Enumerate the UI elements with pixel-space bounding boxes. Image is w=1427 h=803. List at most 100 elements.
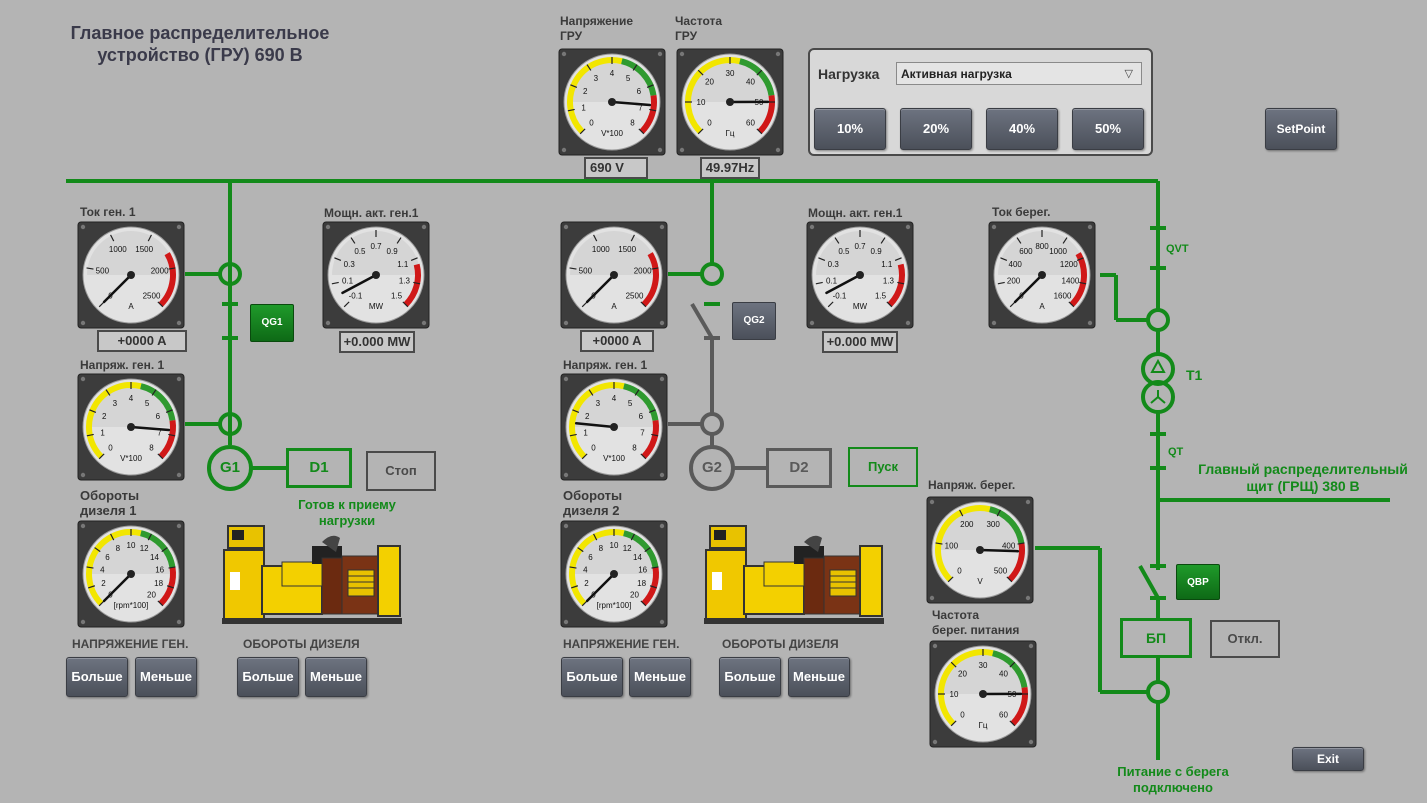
stop-button[interactable]: Стоп: [366, 451, 436, 491]
gauge-tick: [86, 433, 94, 437]
gauge-tick: [157, 453, 164, 460]
gauge-tick: [634, 389, 640, 396]
gauge-tick-label: 1000: [109, 245, 127, 254]
gauge-tick: [834, 237, 840, 244]
gauge-tick-label: 1200: [1060, 260, 1078, 269]
gauge-tick: [570, 84, 578, 89]
gauge-unit: V*100: [603, 454, 625, 463]
gauge-band: [738, 58, 775, 97]
gauge-screw: [659, 320, 665, 326]
gauge-tick: [166, 585, 174, 589]
gauge-tick: [950, 661, 957, 668]
gauge-hub: [127, 423, 135, 431]
gauge-tick: [1076, 257, 1084, 262]
gauge-tick-label: 1000: [1049, 247, 1067, 256]
gen1-rpm-label: Обороты дизеля 1: [80, 488, 140, 518]
gauge-tick: [98, 453, 105, 460]
gen2-rpm-less-button[interactable]: Меньше: [788, 657, 850, 697]
load-50-button[interactable]: 50%: [1072, 108, 1144, 150]
start-button[interactable]: Пуск: [848, 447, 918, 487]
gauge-tick-label: 30: [979, 661, 988, 670]
gauge-tick-label: 0.1: [826, 277, 838, 286]
qbp-button[interactable]: QBP: [1176, 564, 1220, 600]
gauge-tick: [588, 389, 594, 396]
gen1-rpm-less-button[interactable]: Меньше: [305, 657, 367, 697]
gauge-tick-label: 40: [746, 77, 755, 86]
diesel1-engine-image: [222, 525, 402, 624]
gauge-tick-label: 600: [1019, 247, 1033, 256]
gauge-tick-label: 100: [945, 541, 959, 550]
gauge-screw: [809, 224, 815, 230]
gauge-tick: [94, 547, 101, 553]
gauge-hub: [979, 690, 987, 698]
gauge-tick: [697, 69, 704, 76]
gauge-tick: [86, 566, 94, 569]
gauge-band: [139, 530, 176, 569]
setpoint-button[interactable]: SetPoint: [1265, 108, 1337, 150]
gauge-tick-label: 1.5: [391, 292, 403, 301]
gauge-hub: [127, 271, 135, 279]
gen2-voltage-more-button[interactable]: Больше: [561, 657, 623, 697]
gauge-tick-label: 0.3: [828, 260, 840, 269]
gauge-band: [935, 505, 991, 582]
load-20-button[interactable]: 20%: [900, 108, 972, 150]
gauge-tick: [157, 301, 164, 308]
gen2-current-gauge: 05001000150020002500A: [560, 221, 668, 329]
gauge-screw: [905, 224, 911, 230]
gauge-screw: [1028, 739, 1034, 745]
shore-off-button[interactable]: Откл.: [1210, 620, 1280, 658]
gen1-voltage-more-button[interactable]: Больше: [66, 657, 128, 697]
diesel2-engine-image: [704, 525, 884, 624]
gru-freq-label: Частота ГРУ: [675, 14, 723, 43]
gauge-screw: [659, 523, 665, 529]
gauge-tick: [649, 585, 657, 589]
gauge-tick: [586, 64, 592, 71]
load-40-button[interactable]: 40%: [986, 108, 1058, 150]
qvt-label: QVT: [1166, 243, 1189, 255]
gauge-screw: [929, 499, 935, 505]
exit-button[interactable]: Exit: [1292, 747, 1364, 771]
gen1-current-gauge: 05001000150020002500A: [77, 221, 185, 329]
gauge-band: [1007, 542, 1025, 582]
gauge-tick-label: 1.3: [883, 277, 895, 286]
gauge-tick-label: 12: [623, 544, 632, 553]
gen1-status: Готов к приему нагрузки: [298, 497, 396, 528]
gauge-tick: [581, 453, 588, 460]
gauge-tick-label: 0.5: [354, 247, 366, 256]
gauge-screw: [563, 523, 569, 529]
gauge-tick: [651, 566, 659, 569]
gauge-tick-label: 2: [584, 579, 589, 588]
gauge-tick-label: 14: [633, 553, 642, 562]
gauge-tick-label: 6: [639, 412, 644, 421]
gauge-tick: [894, 257, 902, 262]
gauge-screw: [659, 224, 665, 230]
load-10-button[interactable]: 10%: [814, 108, 886, 150]
gen2-rpm-label: Обороты дизеля 2: [563, 488, 623, 518]
gauge-tick-label: 10: [697, 98, 706, 107]
gauge-tick-label: 3: [596, 399, 601, 408]
gauge-tick: [697, 128, 704, 135]
gauge-tick: [935, 542, 943, 545]
gauge-tick-label: 500: [96, 266, 110, 275]
gauge-screw: [176, 619, 182, 625]
gauge-tick: [646, 84, 654, 89]
gauge-screw: [657, 51, 663, 57]
load-type-select[interactable]: Активная нагрузка ▽: [896, 62, 1142, 85]
qg2-button[interactable]: QG2: [732, 302, 776, 340]
gauge-tick: [413, 281, 421, 285]
gen2-voltage-less-button[interactable]: Меньше: [629, 657, 691, 697]
gauge-tick: [88, 585, 96, 589]
qg1-button[interactable]: QG1: [250, 304, 294, 342]
gauge-tick: [950, 720, 957, 727]
gauge-band: [639, 94, 657, 134]
gen1-voltage-control-label: НАПРЯЖЕНИЕ ГЕН.: [72, 637, 189, 651]
gen1-voltage-less-button[interactable]: Меньше: [135, 657, 197, 697]
gauge-tick-label: 6: [105, 553, 110, 562]
gauge-tick-label: -0.1: [349, 292, 363, 301]
gen2-rpm-more-button[interactable]: Больше: [719, 657, 781, 697]
t1-label: T1: [1186, 367, 1203, 383]
gauge-tick: [334, 257, 342, 262]
gen1-rpm-more-button[interactable]: Больше: [237, 657, 299, 697]
